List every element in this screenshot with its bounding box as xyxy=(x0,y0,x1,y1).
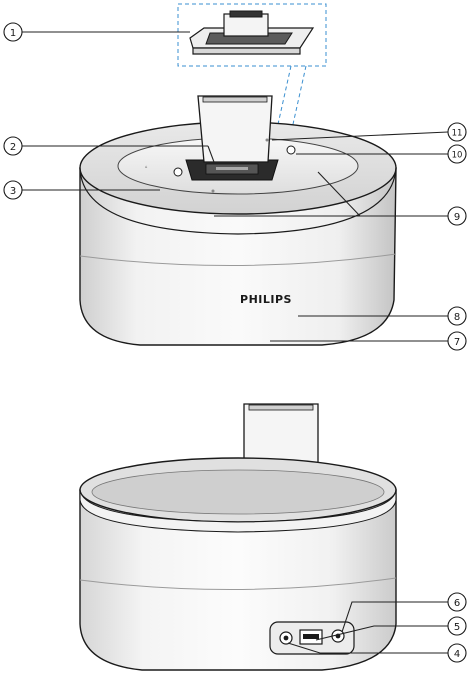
indicator-light xyxy=(211,189,215,193)
leader-6 xyxy=(341,601,448,633)
callout-4: 4 xyxy=(447,643,467,663)
brand-logo: PHILIPS xyxy=(240,293,292,306)
callout-10-label: 10 xyxy=(452,151,463,161)
connector-detail xyxy=(177,3,327,197)
callout-10: 10 xyxy=(447,144,467,164)
callout-9: 9 xyxy=(447,206,467,226)
callout-7-label: 7 xyxy=(454,337,460,348)
callout-8-label: 8 xyxy=(454,312,460,323)
callout-3-label: 3 xyxy=(10,186,16,197)
callout-11: 11 xyxy=(447,122,467,142)
svg-text:⌂: ⌂ xyxy=(145,164,148,169)
leader-11 xyxy=(271,131,449,141)
speaker-shell xyxy=(79,167,397,346)
callout-6: 6 xyxy=(447,592,467,612)
callout-6-label: 6 xyxy=(454,598,460,609)
panel-button-right xyxy=(286,145,296,155)
callout-2: 2 xyxy=(3,136,23,156)
lower-speaker-body xyxy=(79,403,397,671)
callout-5-label: 5 xyxy=(454,622,460,633)
callout-3: 3 xyxy=(3,180,23,200)
callout-2-label: 2 xyxy=(10,142,16,153)
callout-7: 7 xyxy=(447,331,467,351)
callouts: 1 2 3 11 10 9 8 7 xyxy=(3,22,467,663)
callout-4-label: 4 xyxy=(454,649,460,660)
leader-5 xyxy=(315,625,448,641)
callout-1-label: 1 xyxy=(10,28,16,39)
connector-tray xyxy=(189,10,315,55)
leader-2b xyxy=(207,145,215,163)
callout-9-label: 9 xyxy=(454,212,460,223)
callout-5: 5 xyxy=(447,616,467,636)
panel-button-left xyxy=(173,167,183,177)
upper-speaker-body: ⌂ PHILIPS xyxy=(79,95,397,346)
callout-11-label: 11 xyxy=(452,129,463,139)
band-divider xyxy=(79,253,397,266)
detail-dashed-frame xyxy=(177,3,327,67)
rear-port-panel xyxy=(269,621,355,655)
leader-4 xyxy=(287,642,448,654)
callout-1: 1 xyxy=(3,22,23,42)
indicator-light xyxy=(265,138,269,142)
back-support xyxy=(197,95,273,163)
leader-lines xyxy=(20,31,449,654)
callout-8: 8 xyxy=(447,306,467,326)
